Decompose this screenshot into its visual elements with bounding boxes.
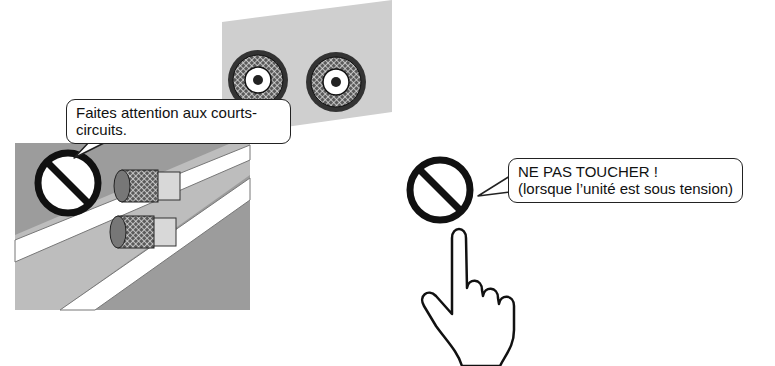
sign-bar: [419, 169, 461, 211]
prohibition-sign: [410, 160, 470, 220]
post-end: [110, 216, 126, 248]
sign-ring: [38, 153, 98, 213]
callout-text: Faites attention aux courts-circuits.: [76, 104, 281, 138]
jack-rim: [323, 69, 349, 95]
callout-text: (lorsque l’unité est sous tension): [518, 180, 733, 197]
callout-bubble: NE PAS TOUCHER !(lorsque l’unité est sou…: [508, 158, 743, 203]
callout-bubble: Faites attention aux courts-circuits.: [66, 99, 291, 144]
jack-knurl: [311, 57, 361, 107]
post-end: [114, 170, 130, 202]
binding-post: [114, 170, 180, 202]
callout-text: NE PAS TOUCHER !: [518, 163, 733, 180]
rca-jack: [306, 52, 366, 112]
terminal-panel: [15, 135, 250, 310]
callout-tail: [478, 176, 510, 196]
jack-hole: [253, 75, 263, 85]
binding-post: [110, 216, 176, 248]
sign-ring: [410, 160, 470, 220]
sign-bar: [47, 162, 89, 204]
jack-knurl: [233, 55, 283, 105]
jack-base: [306, 52, 366, 112]
prohibition-sign: [38, 153, 98, 213]
jack-rim: [245, 67, 271, 93]
pointing-hand: [422, 229, 514, 366]
jack-hole: [331, 77, 341, 87]
panel-face: [15, 135, 250, 310]
